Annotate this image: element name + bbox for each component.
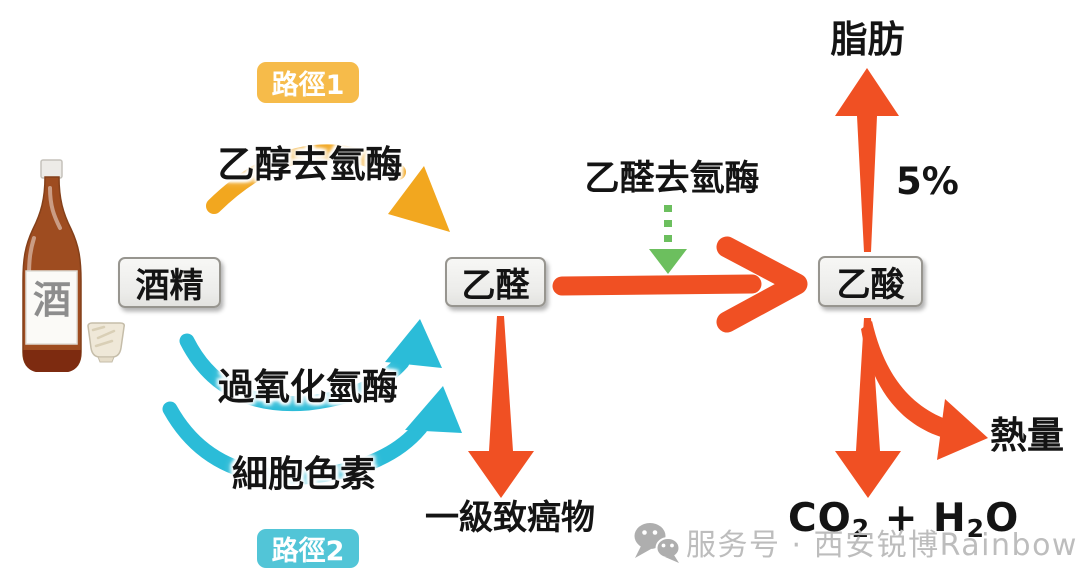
fat-percent-label: 5% xyxy=(896,160,959,203)
catalase-arrowhead xyxy=(385,319,442,368)
node-acetate: 乙酸 xyxy=(818,256,923,307)
bottle-label-panel xyxy=(25,270,78,345)
cytochrome-arc-arrow xyxy=(162,386,462,485)
fat-label: 脂肪 xyxy=(830,18,905,61)
acetaldehyde-to-acetate-arrow xyxy=(552,236,808,333)
heat-label: 熱量 xyxy=(990,414,1064,457)
node-alcohol: 酒精 xyxy=(118,257,221,308)
co2-part: CO xyxy=(788,496,852,541)
cup-foot xyxy=(97,356,115,363)
acetate-to-co2-arrow xyxy=(835,318,901,498)
pathway1-arrowhead xyxy=(388,166,450,232)
bottle-foot xyxy=(23,350,81,372)
catalase-enzyme-label: 過氧化氫酶 xyxy=(218,367,399,408)
plus-h-part: + H xyxy=(870,496,967,541)
watermark-text: 服务号 · 西安锐博Rainbow xyxy=(686,528,1078,563)
aldh-arrowhead xyxy=(649,249,687,274)
bottle-label-character: 酒 xyxy=(32,278,71,322)
horizontal-arrowhead xyxy=(716,236,808,333)
pathway1-arc-arrow xyxy=(206,144,450,232)
pathway2-badge: 路徑2 xyxy=(257,529,359,568)
o-part: O xyxy=(985,496,1020,541)
acetate-to-fat-arrow xyxy=(835,68,899,252)
co2-subscript: 2 xyxy=(851,514,871,543)
cup-body xyxy=(87,322,125,358)
cytochrome-enzyme-label: 細胞色素 xyxy=(231,454,376,495)
heat-arrowhead xyxy=(937,399,988,460)
bottle-cap xyxy=(40,159,63,179)
h2o-subscript: 2 xyxy=(966,514,986,543)
sake-bottle-illustration xyxy=(22,159,82,372)
aldh-enzyme-label: 乙醛去氫酶 xyxy=(584,159,760,199)
acetaldehyde-to-carcinogen-arrow xyxy=(468,316,534,498)
node-acetaldehyde: 乙醛 xyxy=(445,257,546,307)
catalase-arc-arrow xyxy=(179,319,442,412)
wechat-icon xyxy=(634,523,681,563)
acetate-to-heat-arrow xyxy=(861,321,988,460)
aldh-dashed-arrow xyxy=(649,205,687,274)
cup-texture xyxy=(91,325,116,348)
cytochrome-arrowhead xyxy=(405,386,462,433)
co2-h2o-label: CO2 + H2O xyxy=(788,496,1020,543)
carcinogen-label: 一級致癌物 xyxy=(425,498,595,538)
adh-enzyme-label: 乙醇去氫酶 xyxy=(217,143,403,186)
sake-cup-illustration xyxy=(87,322,125,363)
pathway1-badge: 路徑1 xyxy=(257,62,359,103)
